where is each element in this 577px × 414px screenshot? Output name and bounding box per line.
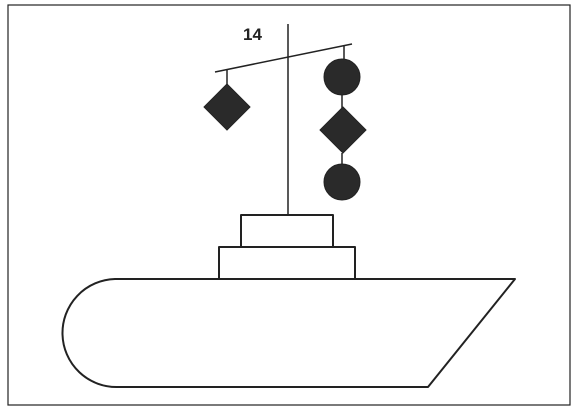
right-signal-upper-ball — [323, 58, 361, 96]
right-signal-diamond — [319, 106, 367, 154]
bridge-upper-deck — [240, 214, 334, 248]
right-signal-lower-ball — [323, 163, 361, 201]
figure-number-label: 14 — [243, 25, 262, 44]
left-signal-diamond — [203, 83, 251, 131]
bridge-lower-deck — [218, 246, 356, 280]
diagram-border — [7, 4, 571, 406]
ship-hull — [61, 278, 516, 389]
yard-arm — [214, 43, 353, 73]
